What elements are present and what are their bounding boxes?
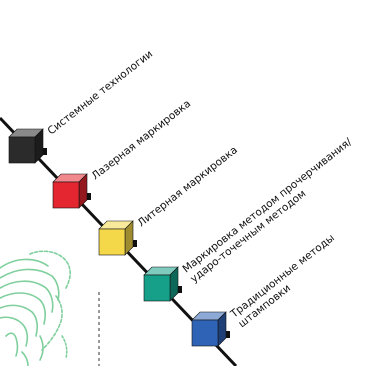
cube-front-face — [98, 228, 126, 256]
cube-front-face — [8, 136, 36, 164]
step-label: Литерная маркировка — [135, 144, 239, 229]
step-label-line: Маркировка методом прочерчивания/ — [180, 136, 354, 276]
cube-front-face — [143, 274, 171, 302]
step-label: Маркировка методом прочерчивания/ударо-т… — [180, 136, 362, 286]
step-label: Системные технологии — [45, 48, 155, 137]
step-label: Лазерная маркировка — [89, 98, 193, 183]
step-label-line: Литерная маркировка — [135, 144, 239, 229]
cube-front-face — [191, 319, 219, 347]
step-4: Маркировка методом прочерчивания/ударо-т… — [143, 136, 362, 302]
step-label-line: Системные технологии — [45, 48, 155, 137]
step-label-line: Лазерная маркировка — [89, 98, 193, 183]
step-label: Традиционные методыштамповки — [228, 232, 345, 331]
fingerprint-decoration — [0, 250, 71, 366]
cube-front-face — [52, 181, 80, 209]
